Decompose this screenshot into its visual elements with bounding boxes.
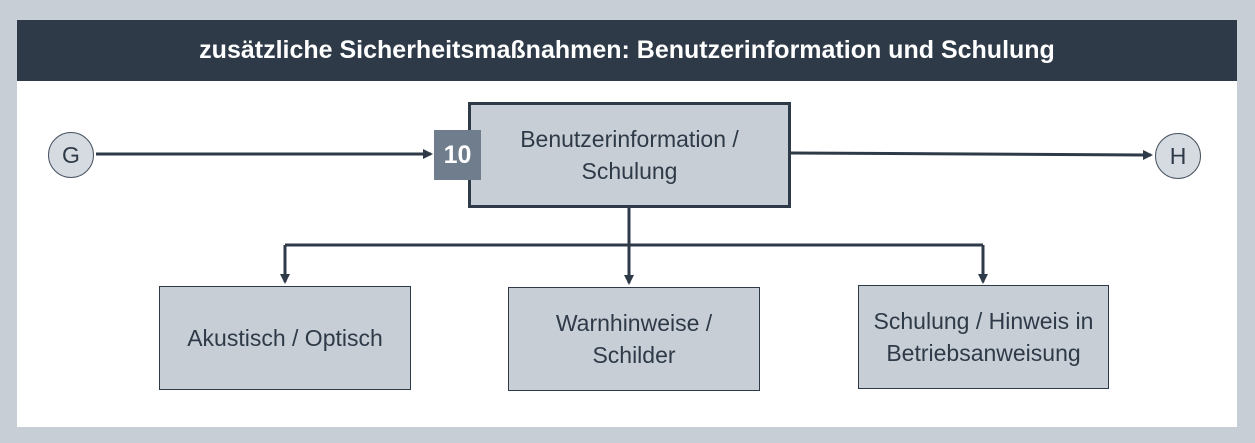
main-step-label-line1: Benutzerinformation / bbox=[520, 125, 739, 152]
arrow-step-to-h bbox=[790, 149, 1153, 160]
step-number-badge: 10 bbox=[434, 130, 481, 180]
diagram-frame: zusätzliche Sicherheitsmaßnahmen: Benutz… bbox=[17, 20, 1237, 427]
child-label-line1: Schulung / Hinweis in bbox=[873, 307, 1094, 334]
child-label-line2: Betriebsanweisung bbox=[886, 340, 1081, 366]
child-label-line1: Warnhinweise / bbox=[555, 309, 713, 336]
child-label-line1: Akustisch / Optisch bbox=[187, 324, 383, 351]
child-label-line2: Schilder bbox=[592, 342, 676, 368]
child-box-warnhinweise: Warnhinweise / Schilder bbox=[508, 287, 760, 391]
end-node-h: H bbox=[1155, 133, 1201, 179]
child-box-akustisch: Akustisch / Optisch bbox=[159, 286, 411, 390]
main-step-label-line2: Schulung bbox=[581, 158, 678, 184]
diagram-title: zusätzliche Sicherheitsmaßnahmen: Benutz… bbox=[17, 20, 1237, 81]
child-box-schulung: Schulung / Hinweis in Betriebsanweisung bbox=[858, 285, 1109, 389]
connector-lines bbox=[96, 149, 1153, 285]
start-node-g: G bbox=[48, 132, 94, 178]
main-step-box: Benutzerinformation / Schulung bbox=[468, 102, 791, 208]
